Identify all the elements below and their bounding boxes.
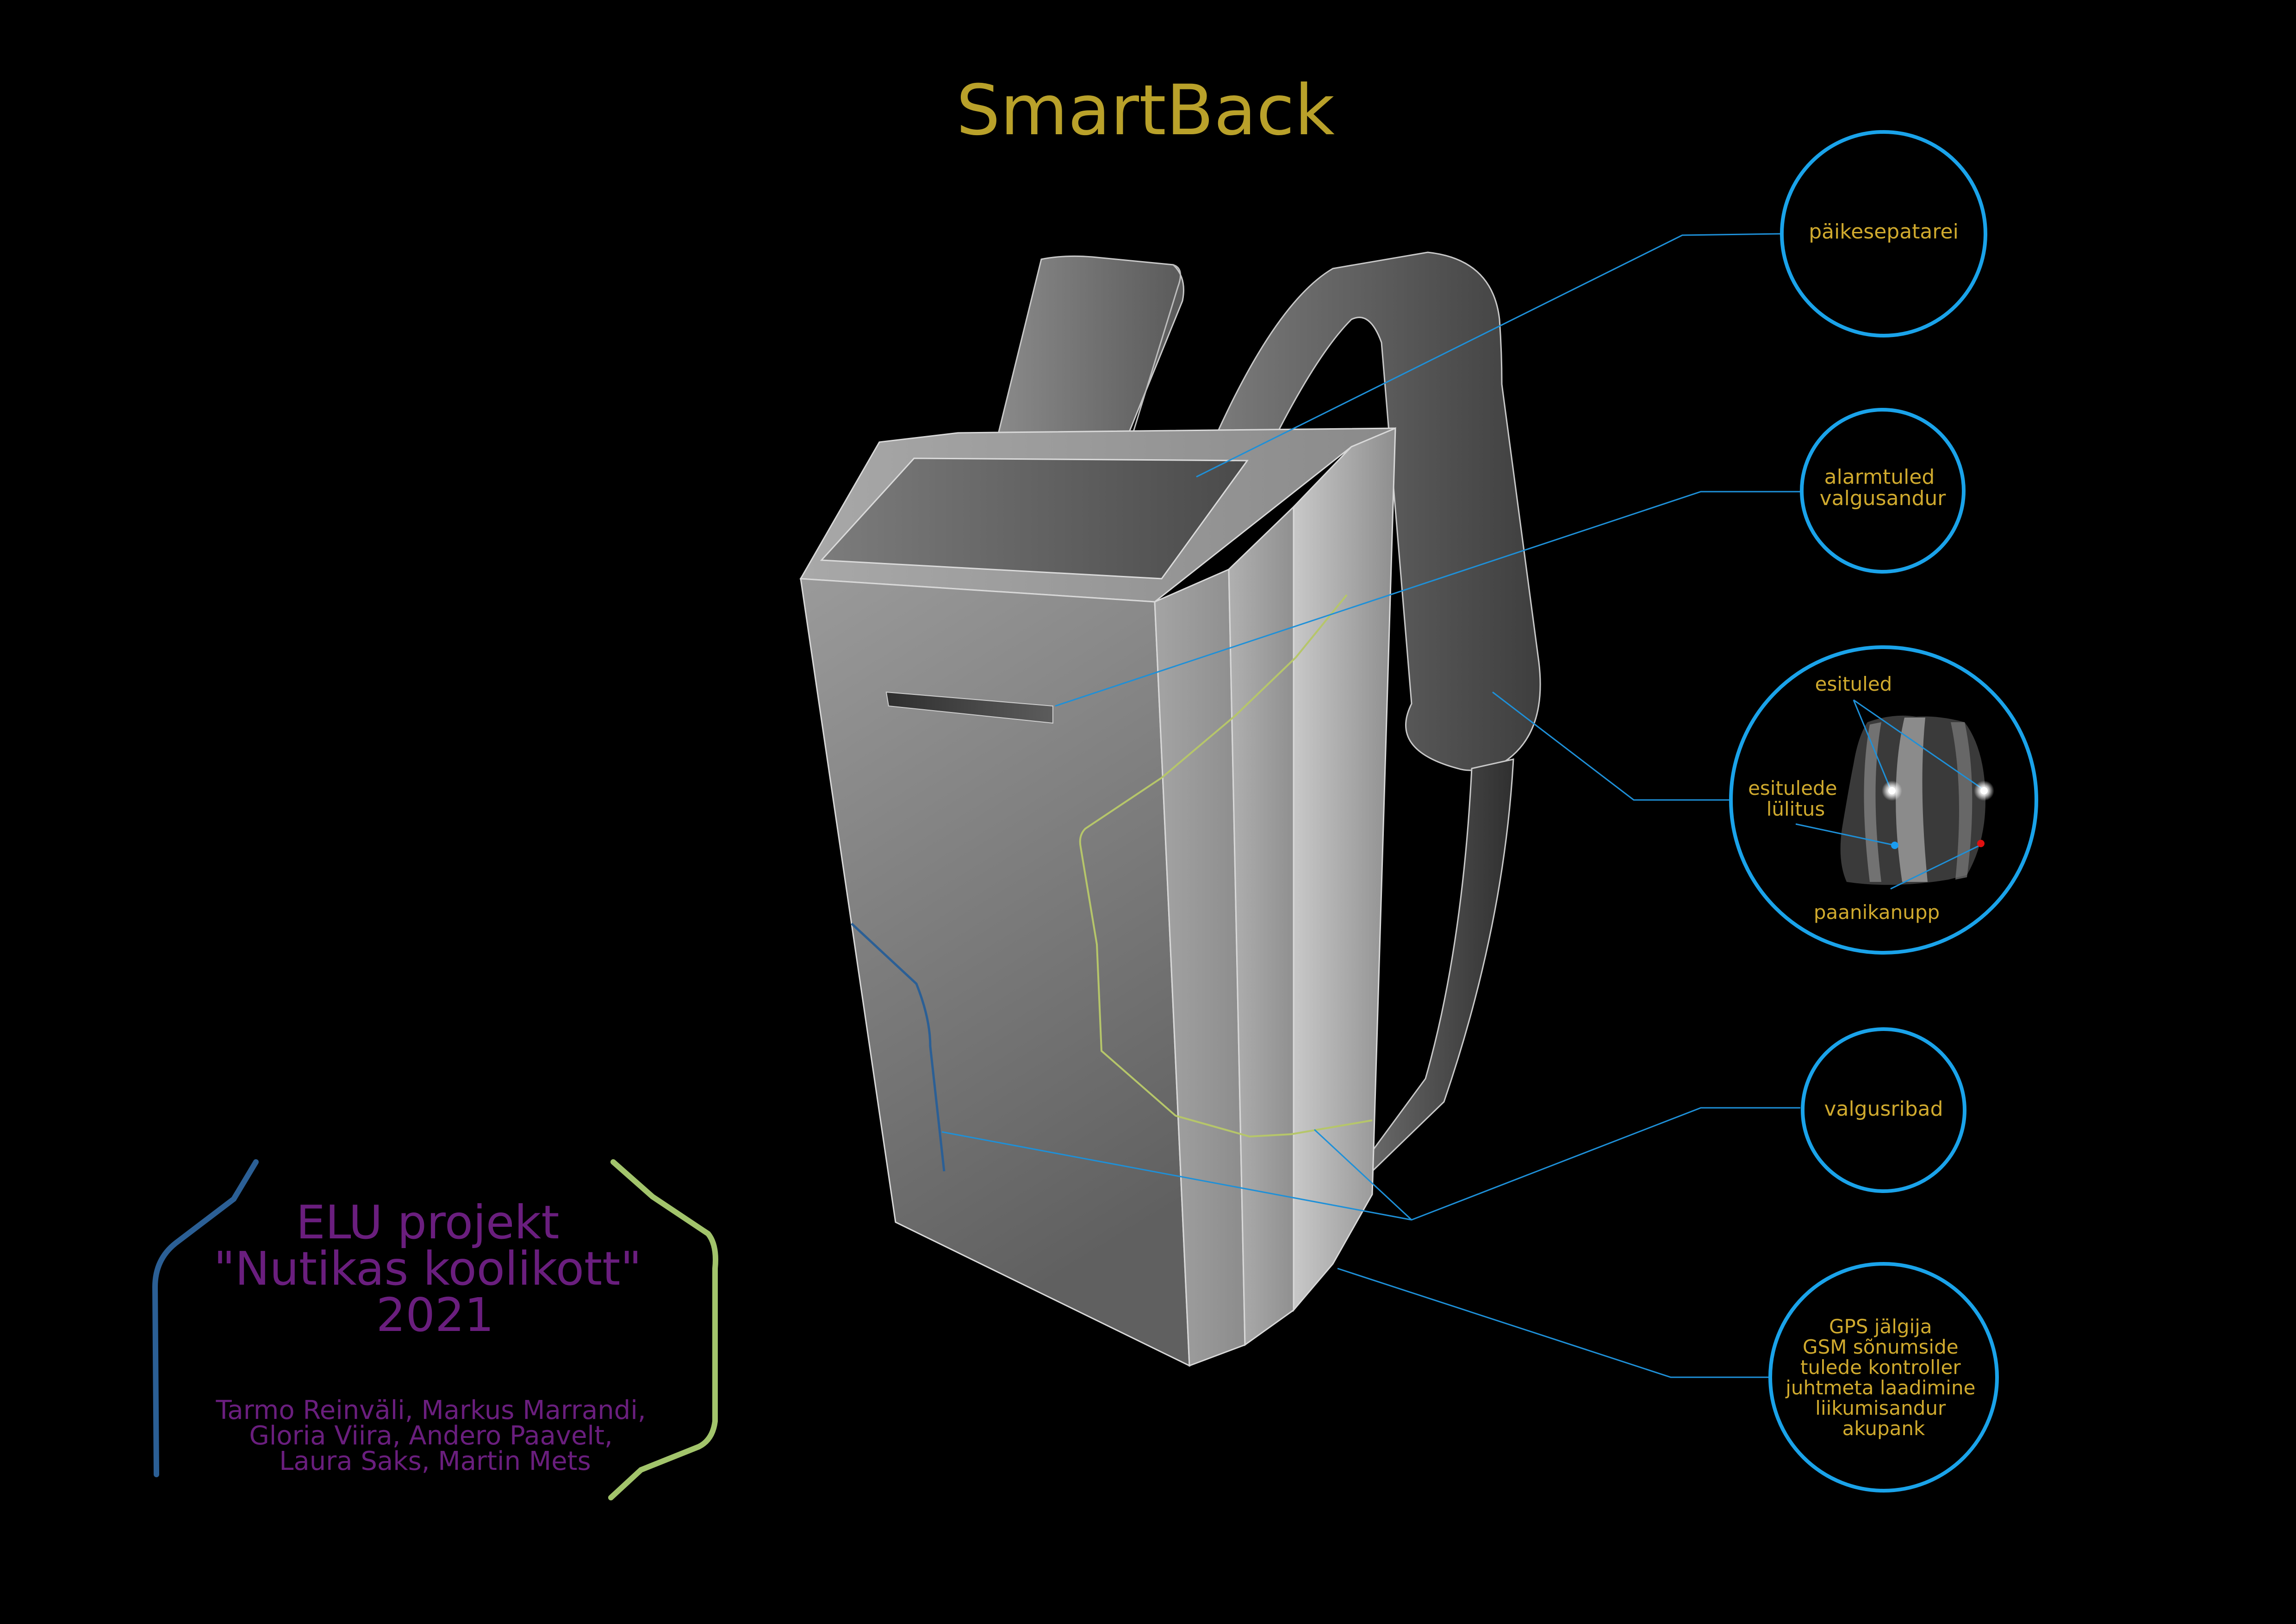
leader-solar	[1196, 233, 1782, 478]
left-shoulder-strap	[996, 255, 1184, 438]
label-panic-button: paanikanupp	[1814, 901, 1940, 924]
callout-strips-ring	[1801, 1027, 1966, 1193]
callout-alarm-line-2: valgusandur	[1820, 487, 1947, 510]
electronics-motion-sensor: liikumisandur	[1815, 1397, 1946, 1419]
credits-authors-1: Tarmo Reinväli, Markus Marrandi,	[215, 1395, 646, 1425]
callout-strap-ring	[1729, 645, 2038, 955]
electronics-powerbank: akupank	[1842, 1417, 1925, 1440]
credits-authors-3: Laura Saks, Martin Mets	[279, 1446, 591, 1476]
callout-strips-label: valgusribad	[1824, 1097, 1943, 1121]
leader-strips	[941, 1107, 1800, 1221]
strap-closeup-icon	[1795, 699, 1994, 890]
callout-alarm: alarmtuled valgusandur	[1800, 408, 1966, 574]
svg-text:Tarmo Reinväli, Markus Marrand: Tarmo Reinväli, Markus Marrandi, Gloria …	[215, 1395, 654, 1476]
leader-alarm	[1055, 491, 1800, 707]
svg-text:GPS jälgija GSM sõnumsid: GPS jälgija GSM sõnumside tulede kontrol…	[1785, 1315, 1982, 1440]
electronics-light-controller: tulede kontroller	[1800, 1356, 1961, 1379]
svg-text:alarmtuled valgusandur: alarmtuled valgusandur	[1820, 465, 1947, 510]
credits-bracket-right	[608, 1159, 718, 1500]
credits-block: ELU projekt "Nutikas koolikott" 2021 Tar…	[152, 1159, 718, 1500]
callout-solar: päikesepatarei	[1780, 130, 1987, 337]
svg-text:päikesepatarei: päikesepatarei	[1809, 220, 1959, 244]
leader-lines	[941, 233, 1800, 1378]
credits-heading-3: 2021	[376, 1288, 494, 1342]
front-light-switch	[1891, 842, 1898, 849]
callout-electronics-ring	[1768, 1262, 1999, 1493]
callout-strips: valgusribad	[1801, 1027, 1966, 1193]
credits-bracket-left	[152, 1159, 259, 1477]
svg-text:esitulede lülitus: esitulede lülitus	[1748, 777, 1843, 820]
svg-text:ELU projekt "Nutikas koo: ELU projekt "Nutikas koolikott" 2021	[214, 1195, 657, 1342]
electronics-wireless-charging: juhtmeta laadimine	[1785, 1376, 1975, 1399]
light-strip-blue	[851, 923, 946, 1172]
callout-alarm-line-1: alarmtuled	[1824, 465, 1935, 489]
page-title: SmartBack	[956, 70, 1335, 151]
solar-panel	[820, 457, 1249, 580]
backpack-side-3	[1293, 427, 1396, 1312]
lower-strap	[1367, 758, 1514, 1173]
credits-heading-1: ELU projekt	[296, 1195, 560, 1249]
callout-solar-ring	[1780, 130, 1987, 337]
callout-electronics: GPS jälgija GSM sõnumside tulede kontrol…	[1768, 1262, 1999, 1493]
svg-text:esituled: esituled	[1815, 673, 1892, 695]
callout-solar-label: päikesepatarei	[1809, 220, 1959, 244]
svg-text:valgusribad: valgusribad	[1824, 1097, 1943, 1121]
callout-strap: esituled esitulede lülitus paanikanupp	[1729, 645, 2038, 955]
backpack-front	[800, 578, 1190, 1367]
panic-button	[1977, 840, 1985, 847]
callout-alarm-ring	[1800, 408, 1966, 574]
right-shoulder-strap	[1216, 251, 1541, 771]
backpack-illustration	[799, 251, 1541, 1367]
electronics-gsm: GSM sõnumside	[1803, 1336, 1959, 1358]
credits-heading-2: "Nutikas koolikott"	[214, 1242, 642, 1296]
credits-authors-2: Gloria Viira, Andero Paavelt,	[249, 1421, 613, 1451]
leader-strips-2	[1313, 1129, 1412, 1221]
leader-electronics	[1337, 1268, 1773, 1378]
leader-strap	[1492, 691, 1731, 801]
electronics-gps: GPS jälgija	[1829, 1315, 1932, 1338]
alarm-light-slot	[885, 691, 1053, 724]
label-front-switch-1: esitulede	[1748, 777, 1837, 800]
light-strip-green	[1079, 594, 1373, 1138]
svg-text:paanikanupp: paanikanupp	[1814, 901, 1940, 924]
label-front-lights: esituled	[1815, 673, 1892, 695]
label-front-switch-2: lülitus	[1767, 798, 1825, 820]
